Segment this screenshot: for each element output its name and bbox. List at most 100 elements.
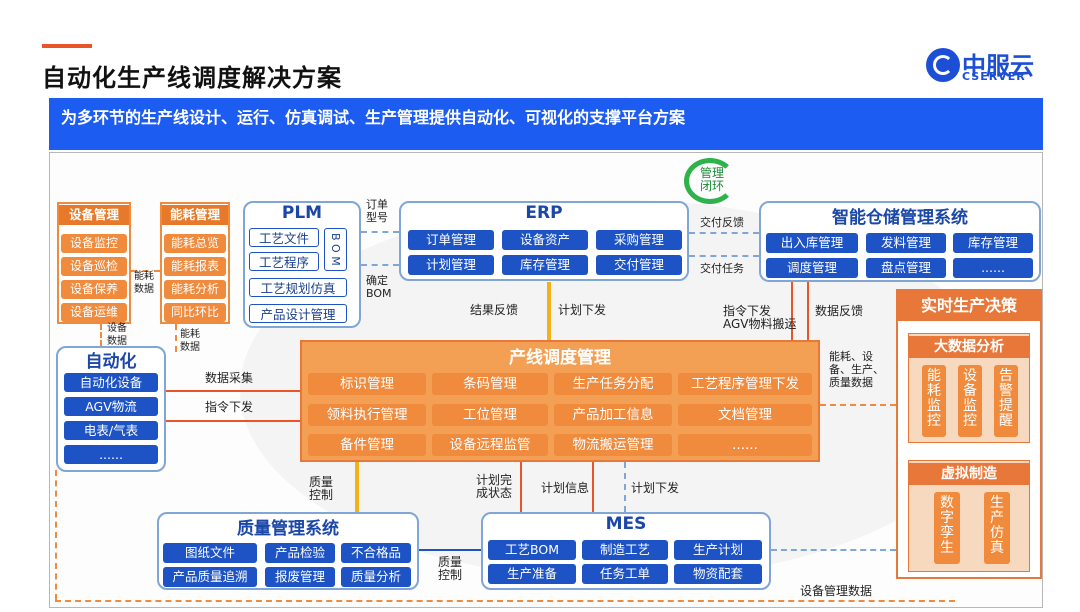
confirm-bom-label: 确定 BOM: [366, 274, 392, 300]
energy-item: 能耗总览: [164, 234, 226, 253]
erp-wms-task-connector: [689, 255, 759, 257]
plm-title: PLM: [281, 203, 323, 223]
equipment-item: 设备监控: [61, 234, 127, 253]
scheduling-item: 领料执行管理: [308, 404, 426, 426]
wms-item: 调度管理: [766, 258, 858, 278]
scheduling-item: 备件管理: [308, 434, 426, 456]
energy-data-connector: [131, 270, 160, 272]
scheduling-quality-arrow: [355, 462, 359, 512]
equipment-item: 设备运维: [61, 303, 127, 322]
scheduling-item: 条码管理: [432, 373, 548, 395]
energy-data2-connector: [175, 324, 177, 352]
plan-issue2-connector: [624, 462, 626, 512]
erp-item: 采购管理: [596, 230, 682, 250]
erp-title: ERP: [525, 203, 563, 223]
order-model-label: 订单 型号: [366, 198, 388, 224]
plan-issue2-label: 计划下发: [631, 481, 680, 495]
automation-item: 自动化设备: [64, 373, 158, 392]
logo-subtext: CSERVER: [962, 70, 1026, 83]
quality-mes-arrow: [419, 549, 481, 551]
equip-mgmt-data-connector: [55, 600, 955, 602]
cmd-issue-arrow: [166, 420, 300, 422]
erp-item: 库存管理: [502, 255, 588, 275]
plan-info-label: 计划信息: [541, 481, 590, 495]
quality-item: 产品质量追溯: [163, 567, 257, 587]
mes-title: MES: [605, 514, 647, 534]
energy-data-label: 能耗 数据: [134, 271, 154, 295]
virtual-item: 生 产 仿 真: [984, 492, 1010, 564]
energy-item: 能耗报表: [164, 257, 226, 276]
deliver-task-label: 交付任务: [700, 262, 744, 275]
wms-data-feedback-arrow: [807, 282, 809, 340]
quality-item: 图纸文件: [163, 543, 257, 563]
erp-item: 计划管理: [408, 255, 494, 275]
automation-item: 电表/气表: [64, 421, 158, 440]
wms-item: 发料管理: [866, 233, 946, 253]
quality-ctrl2-label: 质量 控制: [438, 555, 463, 582]
equip-mgmt-data-label: 设备管理数据: [800, 584, 873, 598]
scheduling-item: 生产任务分配: [554, 373, 672, 395]
mes-item: 物资配套: [674, 564, 762, 584]
plm-erp-order-connector: [361, 231, 399, 233]
erp-item: 订单管理: [408, 230, 494, 250]
scheduling-item: 设备远程监管: [432, 434, 548, 456]
scheduling-item: ......: [678, 434, 812, 456]
mes-item: 生产计划: [674, 540, 762, 560]
plan-done-arrow: [520, 462, 522, 512]
energy-item: 同比环比: [164, 303, 226, 322]
quality-title: 质量管理系统: [237, 519, 339, 539]
deliver-feedback-label: 交付反馈: [700, 216, 744, 229]
mes-item: 工艺BOM: [488, 540, 576, 560]
erp-item: 设备资产: [502, 230, 588, 250]
virtual-item: 数 字 孪 生: [934, 492, 960, 564]
automation-item: AGV物流: [64, 397, 158, 416]
result-feedback-label: 结果反馈: [470, 303, 519, 317]
quality-item: 质量分析: [341, 567, 411, 587]
scheduling-item: 工位管理: [432, 404, 548, 426]
energy-item: 能耗分析: [164, 280, 226, 299]
scheduling-item: 工艺程序管理下发: [678, 373, 812, 395]
plm-erp-bom-connector: [361, 264, 399, 266]
erp-wms-feedback-connector: [689, 232, 759, 234]
page-title: 自动化生产线调度解决方案: [42, 64, 342, 92]
equipment-title: 设备管理: [59, 205, 129, 225]
bigdata-item: 设 备 监 控: [958, 365, 982, 437]
plan-info-arrow: [592, 462, 594, 512]
wms-scheduling-cmd-arrow: [791, 282, 793, 340]
subtitle-banner: 为多环节的生产线设计、运行、仿真调试、生产管理提供自动化、可视化的支撑平台方案: [49, 98, 1043, 150]
erp-scheduling-arrow: [547, 282, 551, 340]
cmd-agv-label: 指令下发 AGV物料搬运: [723, 304, 797, 331]
automation-item: ......: [64, 445, 158, 464]
plm-item: 工艺文件: [249, 228, 319, 247]
plan-done-label: 计划完 成状态: [476, 473, 513, 500]
plm-bom-label: B O M: [329, 233, 342, 266]
wms-item: 出入库管理: [766, 233, 858, 253]
energy-title: 能耗管理: [162, 205, 228, 225]
erp-item: 交付管理: [596, 255, 682, 275]
equipment-item: 设备巡检: [61, 257, 127, 276]
energy-data2-label: 能耗 数据: [180, 329, 200, 353]
scheduling-item: 产品加工信息: [554, 404, 672, 426]
quality-item: 不合格品: [341, 543, 411, 563]
plm-item: 工艺规划仿真: [249, 278, 347, 297]
quality-item: 报废管理: [265, 567, 335, 587]
scheduling-title: 产线调度管理: [509, 348, 611, 368]
data-collect-arrow: [166, 390, 300, 392]
logo-text: 中服云: [962, 52, 1034, 80]
equipment-data-label: 设备 数据: [107, 323, 127, 347]
cmd-issue-label: 指令下发: [205, 400, 254, 414]
bigdata-item: 能 耗 监 控: [922, 365, 946, 437]
plm-item: 产品设计管理: [249, 304, 347, 323]
automation-title: 自动化: [85, 352, 137, 372]
cserver-logo-icon: [926, 48, 960, 82]
decision-title: 实时生产决策: [898, 291, 1040, 321]
data-feedback-label: 数据反馈: [815, 304, 864, 318]
wms-item: ......: [953, 258, 1033, 278]
mes-item: 任务工单: [582, 564, 668, 584]
bigdata-item: 告 警 提 醒: [994, 365, 1018, 437]
bigdata-title: 大数据分析: [908, 336, 1030, 358]
mes-decision-connector: [771, 549, 896, 551]
virtual-title: 虚拟制造: [908, 463, 1030, 485]
cycle-label: 管理 闭环: [699, 166, 724, 193]
plm-bom: B O M: [324, 228, 347, 271]
